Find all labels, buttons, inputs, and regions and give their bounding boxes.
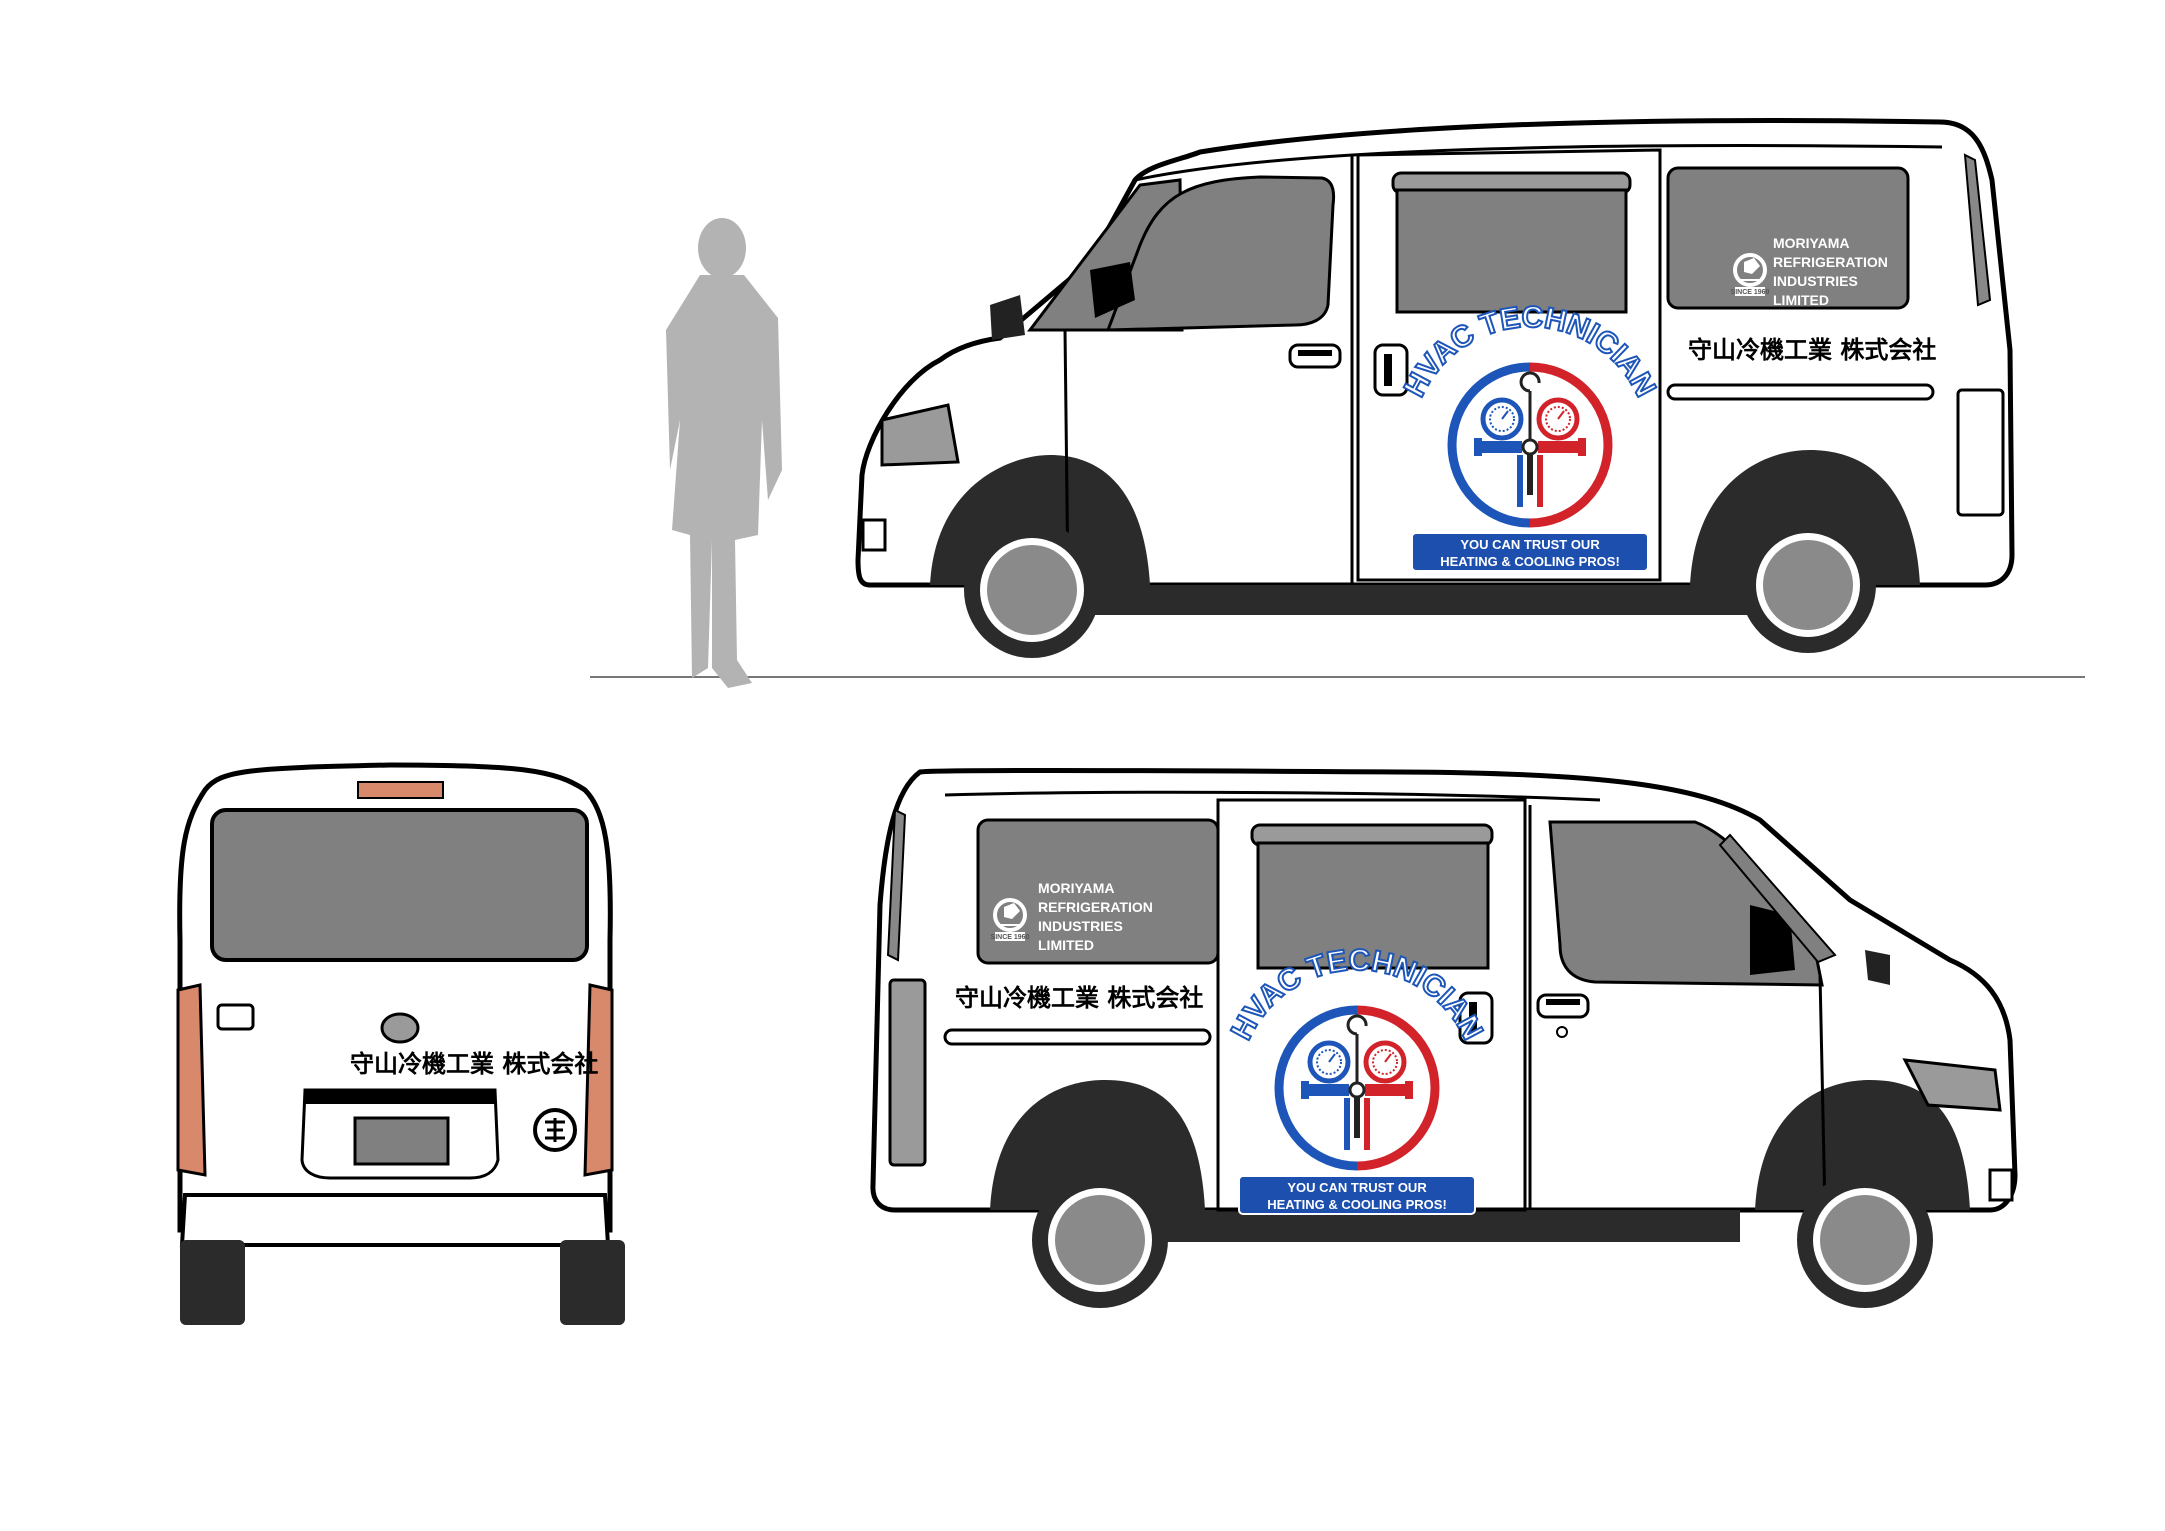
decal-tagline-1: YOU CAN TRUST OUR xyxy=(1460,537,1600,552)
side-view-right: SINCE 1960 MORIYAMA REFRIGERATION INDUST… xyxy=(870,768,2018,1308)
since-badge: SINCE 1960 xyxy=(1731,289,1770,296)
rear-wheel-right xyxy=(1032,1172,1168,1308)
side-view-left: SINCE 1960 MORIYAMA REFRIGERATION INDUST… xyxy=(590,117,2085,688)
svg-text:INDUSTRIES: INDUSTRIES xyxy=(1038,918,1123,934)
decal-tagline-2: HEATING & COOLING PROS! xyxy=(1440,554,1620,569)
svg-text:REFRIGERATION: REFRIGERATION xyxy=(1038,899,1153,915)
license-plate xyxy=(353,1116,450,1166)
company-name-jp: 守山冷機工業 株式会社 xyxy=(1688,335,1936,364)
front-wheel xyxy=(964,522,1100,658)
svg-text:LIMITED: LIMITED xyxy=(1038,937,1094,953)
company-name-jp-right: 守山冷機工業 株式会社 xyxy=(955,983,1203,1012)
svg-text:LIMITED: LIMITED xyxy=(1773,292,1829,308)
svg-text:SINCE 1960: SINCE 1960 xyxy=(991,934,1030,941)
svg-text:HEATING & COOLING PROS!: HEATING & COOLING PROS! xyxy=(1267,1197,1447,1212)
rear-emblem-icon xyxy=(533,1108,577,1152)
svg-text:INDUSTRIES: INDUSTRIES xyxy=(1773,273,1858,289)
company-name-en: MORIYAMA REFRIGERATION INDUSTRIES LIMITE… xyxy=(1773,235,1888,308)
svg-text:MORIYAMA: MORIYAMA xyxy=(1773,235,1850,251)
svg-text:MORIYAMA: MORIYAMA xyxy=(1038,880,1115,896)
company-logo-icon-right: SINCE 1960 xyxy=(991,898,1030,941)
brake-light xyxy=(357,781,444,799)
rear-company-name-jp: 守山冷機工業 株式会社 xyxy=(350,1049,598,1078)
company-logo-icon: SINCE 1960 xyxy=(1731,253,1770,296)
rear-view: 守山冷機工業 株式会社 xyxy=(176,762,625,1325)
svg-text:YOU CAN TRUST OUR: YOU CAN TRUST OUR xyxy=(1287,1180,1427,1195)
person-silhouette-icon xyxy=(666,218,782,688)
svg-text:REFRIGERATION: REFRIGERATION xyxy=(1773,254,1888,270)
company-name-en-right: MORIYAMA REFRIGERATION INDUSTRIES LIMITE… xyxy=(1038,880,1153,953)
rear-wheel xyxy=(1740,517,1876,653)
front-wheel-right xyxy=(1797,1172,1933,1308)
